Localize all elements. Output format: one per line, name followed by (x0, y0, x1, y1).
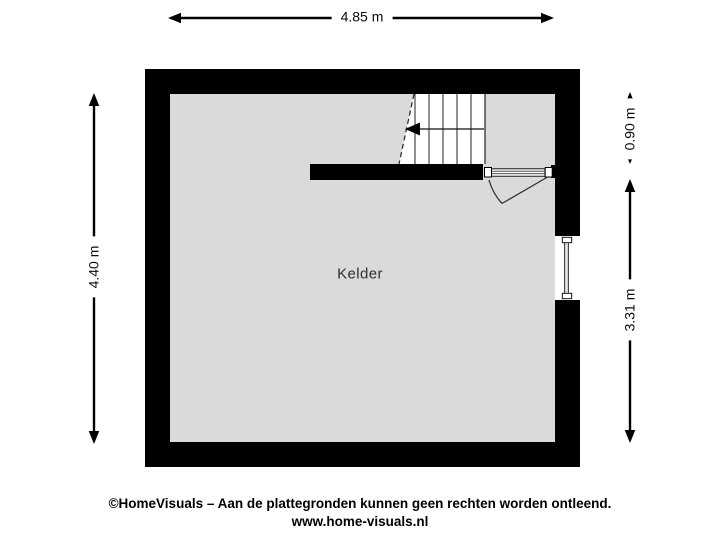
room-label: Kelder (337, 265, 383, 283)
interior-wall (310, 164, 483, 180)
door-post-left (484, 167, 492, 178)
door-swing-arc (488, 179, 503, 204)
staircase (398, 93, 486, 165)
stair-walk-line-arrow (405, 122, 484, 136)
footer-copyright: ©HomeVisuals – Aan de plattegronden kunn… (108, 496, 612, 511)
dimension-label-right-lower: 3.31 m (620, 279, 640, 341)
door-leaf (501, 175, 549, 205)
door-post-right (544, 167, 553, 178)
dimension-label-right-upper: 0.90 m (620, 98, 640, 160)
interior-wall-stub (551, 165, 555, 178)
window (555, 236, 580, 300)
door (484, 167, 553, 205)
room-floor (170, 94, 555, 442)
footer-website: www.home-visuals.nl (291, 514, 429, 529)
dimension-label-left: 4.40 m (84, 236, 104, 298)
footer: ©HomeVisuals – Aan de plattegronden kunn… (0, 495, 720, 531)
dimension-label-top: 4.85 m (331, 7, 393, 27)
